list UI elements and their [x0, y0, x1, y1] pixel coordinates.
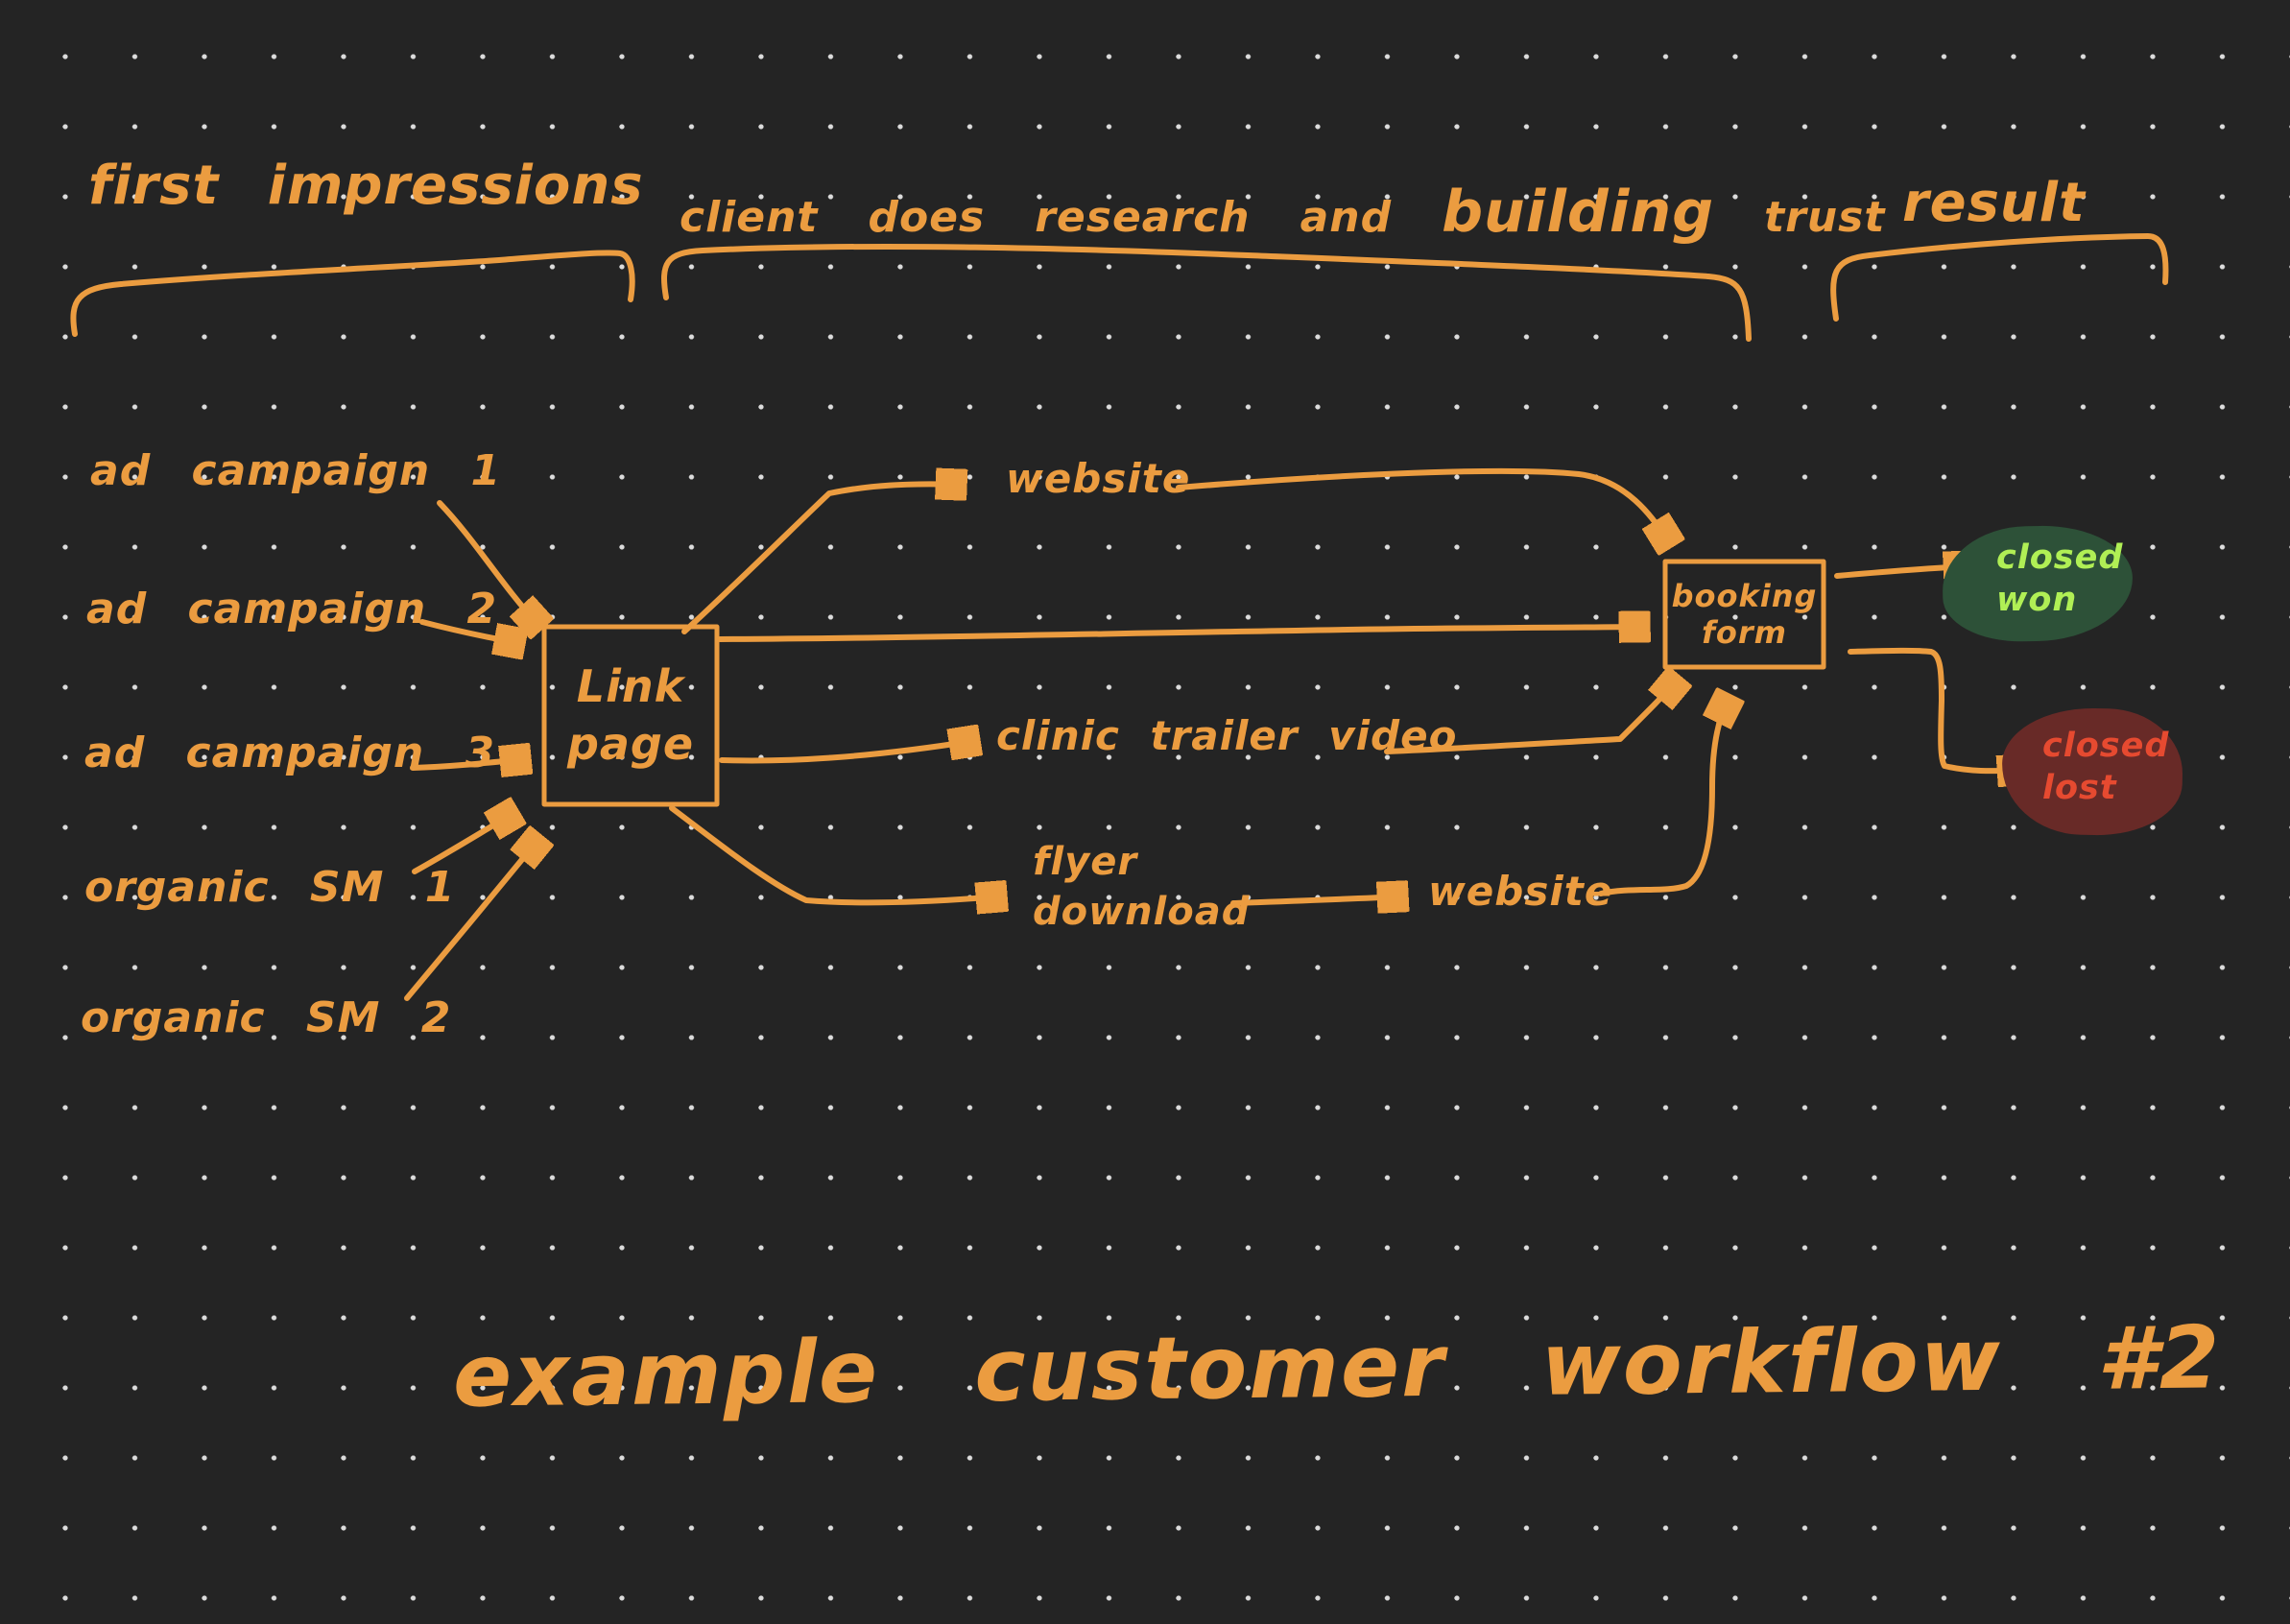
word-and: and — [1300, 193, 1393, 242]
word-trust: trust — [1764, 193, 1886, 242]
section-first-impressions[interactable]: first impressions — [88, 155, 644, 217]
brace-result[interactable] — [1830, 233, 2169, 322]
website-top-label[interactable]: website — [1006, 455, 1191, 502]
brace-research-trust[interactable] — [661, 243, 1752, 342]
clinic-trailer-video-label[interactable]: clinic trailer video — [996, 712, 1458, 759]
arrow-website-bottom-to-booking-form[interactable] — [1598, 701, 1728, 896]
arrow-ad-campaign-1-to-link-page[interactable] — [437, 500, 537, 624]
arrow-clinic-trailer-video-to-booking-form[interactable] — [1384, 681, 1676, 754]
flyer-download-label[interactable]: flyer download — [1033, 840, 1251, 934]
closed-lost-label[interactable]: closed lost — [2042, 727, 2170, 807]
arrow-link-page-to-flyer-download[interactable] — [669, 805, 1000, 902]
source-ad-campaign-2[interactable]: ad campaign 2 — [86, 585, 498, 633]
arrow-booking-form-to-closed-lost[interactable] — [1848, 647, 2021, 771]
section-result[interactable]: result — [1902, 172, 2086, 234]
arrow-link-page-to-booking-form-direct[interactable] — [717, 627, 1643, 639]
source-organic-sm-2[interactable]: organic SM 2 — [81, 993, 452, 1042]
booking-form-box[interactable] — [1662, 559, 1826, 670]
arrow-website-top-to-booking-form[interactable] — [1176, 467, 1668, 541]
source-ad-campaign-1[interactable]: ad campaign 1 — [90, 446, 502, 495]
link-page-box[interactable] — [541, 624, 720, 807]
closed-won-label[interactable]: closed won — [1996, 538, 2124, 619]
booking-form-label[interactable]: booking form — [1671, 577, 1818, 651]
arrow-organic-sm-2-to-link-page[interactable] — [404, 841, 537, 1001]
arrow-ad-campaign-2-to-link-page[interactable] — [419, 619, 518, 643]
word-research: research — [1035, 193, 1251, 242]
arrow-link-page-to-website-top[interactable] — [681, 484, 960, 634]
arrow-flyer-download-to-website-bottom[interactable] — [1230, 896, 1401, 903]
page-title[interactable]: example customer workflow #2 — [452, 1307, 2222, 1427]
arrow-link-page-to-clinic-trailer-video[interactable] — [719, 741, 973, 764]
word-client: client — [680, 193, 819, 242]
arrow-organic-sm-1-to-link-page[interactable] — [412, 814, 513, 874]
word-does: does — [868, 193, 986, 242]
brace-first-impressions[interactable] — [70, 250, 635, 337]
website-bottom-label[interactable]: website — [1428, 868, 1613, 915]
word-building: building — [1442, 179, 1715, 246]
link-page-label[interactable]: Link page — [566, 659, 695, 770]
source-ad-campaign-3[interactable]: ad campaign 3 — [84, 728, 496, 777]
source-organic-sm-1[interactable]: organic SM 1 — [84, 863, 456, 912]
arrow-ad-campaign-3-to-link-page[interactable] — [410, 759, 524, 768]
section-research-trust[interactable]: client does research and building trust — [680, 175, 1885, 250]
